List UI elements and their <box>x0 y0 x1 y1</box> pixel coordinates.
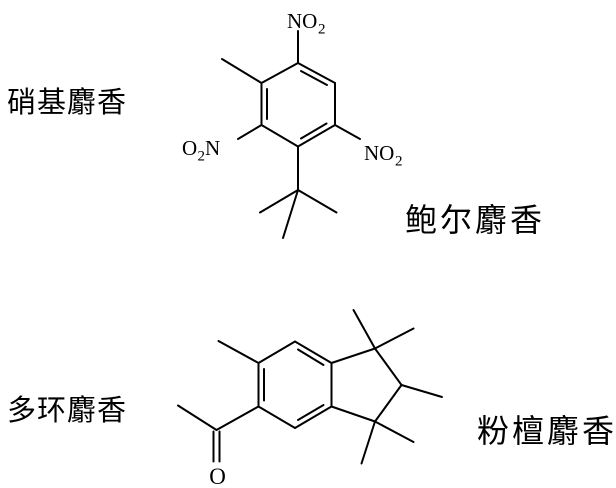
tert-butyl-bond <box>297 189 338 214</box>
double-bond-inner <box>297 404 325 421</box>
ring-bond <box>294 405 333 429</box>
tert-butyl-bond <box>259 189 299 214</box>
benzene-ring <box>260 62 336 148</box>
methyl-bond <box>374 327 415 350</box>
methyl-bond <box>221 58 263 84</box>
label-baur-musk: 鲍尔麝香 <box>405 202 546 238</box>
ring-bond <box>294 340 333 364</box>
label-polycyclic-musk: 多环麝香 <box>7 395 128 427</box>
nitro-bond-right <box>334 124 361 140</box>
ring-bond <box>260 62 299 84</box>
nitro-label-left-o: O <box>182 136 197 160</box>
methyl-bond <box>352 309 376 350</box>
methyl-bond <box>217 340 260 364</box>
methyl-groups <box>217 309 443 465</box>
ring-bond <box>257 340 296 364</box>
ring-bond <box>297 62 336 84</box>
ring-bond <box>330 405 376 423</box>
label-phantolide-musk: 粉檀麝香 <box>477 413 616 449</box>
ring-bond <box>330 347 376 364</box>
structure-musk-baur: NO 2 O 2 N NO 2 <box>182 9 403 239</box>
ring-bond <box>374 384 403 423</box>
structure-phantolide: O <box>177 309 443 488</box>
acetyl-methyl-bond <box>177 404 218 431</box>
ring-bond <box>260 124 299 148</box>
carbonyl-oxygen-label: O <box>209 464 226 488</box>
acetyl-group <box>177 404 260 463</box>
double-bond-inner <box>300 70 328 86</box>
nitro-label-right: NO <box>364 141 394 165</box>
methyl-bond <box>374 420 415 443</box>
acetyl-bond <box>215 405 260 431</box>
nitro-label-right-sub: 2 <box>395 154 403 170</box>
cyclopentane-ring <box>330 347 403 423</box>
double-bond-inner <box>297 348 325 366</box>
nitro-bond-left <box>237 124 263 140</box>
methyl-bond <box>400 384 443 398</box>
nitro-label-top: NO <box>287 9 317 33</box>
ring-bond <box>374 347 403 386</box>
methyl-bond <box>360 420 376 465</box>
nitro-label-left-sub: 2 <box>198 149 206 165</box>
ring-bond <box>257 405 296 429</box>
tert-butyl-group <box>259 145 338 239</box>
nitro-label-left-n: N <box>205 136 220 160</box>
tert-butyl-bond <box>282 189 299 239</box>
double-bond-inner <box>300 122 328 140</box>
benzene-ring <box>257 340 333 429</box>
nitro-label-top-sub: 2 <box>318 22 326 38</box>
label-nitro-musk: 硝基麝香 <box>7 87 128 119</box>
ring-bond <box>297 124 336 148</box>
